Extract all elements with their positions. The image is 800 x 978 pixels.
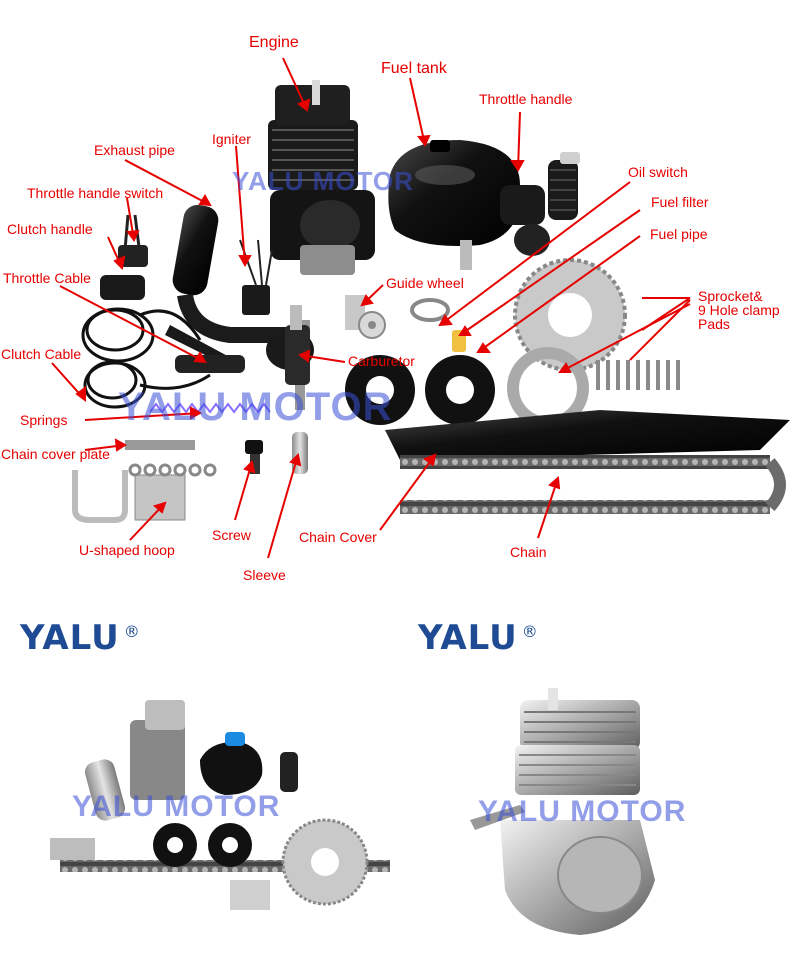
clutch-handle-part (100, 275, 245, 373)
label-exhaust-pipe: Exhaust pipe (94, 142, 175, 158)
brand-logo-right: YALU® (418, 618, 539, 658)
chain-cover-part (385, 410, 790, 460)
label-chain: Chain (510, 544, 547, 560)
label-chain-cover: Chain Cover (299, 529, 377, 545)
label-fuel-pipe: Fuel pipe (650, 226, 708, 242)
kit-overview-photo (50, 700, 390, 910)
chain-cover-plate-part (125, 440, 195, 450)
carburetor-part (266, 305, 314, 410)
throttle-handle-part (500, 152, 580, 256)
label-springs: Springs (20, 412, 68, 428)
label-guide-wheel: Guide wheel (386, 275, 464, 291)
label-throttle-handle: Throttle handle (479, 91, 573, 107)
engine-photo (470, 688, 655, 935)
label-clutch-handle: Clutch handle (7, 221, 93, 237)
label-throttle-cable: Throttle Cable (3, 270, 91, 286)
bolts-part (596, 360, 680, 390)
watermark-middle: YALU MOTOR (118, 385, 393, 429)
label-engine: Engine (249, 34, 299, 51)
label-fuel-filter: Fuel filter (651, 194, 709, 210)
u-hoop-part (72, 470, 186, 523)
callout-arrows (51, 57, 691, 559)
watermark-bottom-left: YALU MOTOR (72, 790, 281, 823)
label-sprocket-line1: Sprocket& (698, 288, 763, 304)
label-igniter: Igniter (212, 131, 251, 147)
engine-part (268, 80, 375, 275)
springs-part (149, 402, 271, 414)
label-chain-cover-plate: Chain cover plate (1, 446, 110, 462)
brand-name: YALU (418, 618, 518, 658)
label-screw: Screw (212, 527, 251, 543)
label-sprocket-line2: 9 Hole clamp (698, 302, 780, 318)
igniter-part (239, 239, 273, 315)
fuel-tank-part (388, 140, 521, 270)
label-carburetor: Carburetor (348, 353, 415, 369)
guide-wheel-part (345, 295, 386, 339)
label-u-shaped-hoop: U-shaped hoop (79, 542, 175, 558)
brand-logo-left: YALU® (20, 618, 141, 658)
label-fuel-tank: Fuel tank (381, 60, 447, 77)
registered-mark: ® (123, 622, 141, 641)
washers-part (128, 463, 217, 477)
registered-mark: ® (521, 622, 539, 641)
rubber-pads-part (345, 355, 495, 425)
label-clutch-cable: Clutch Cable (1, 346, 82, 362)
throttle-switch-part (118, 214, 148, 267)
label-throttle-handle-switch: Throttle handle switch (27, 185, 164, 201)
label-sleeve: Sleeve (243, 567, 286, 583)
chain-part (400, 455, 786, 514)
brand-name: YALU (20, 618, 120, 658)
label-sprocket-line3: Pads (698, 316, 730, 332)
watermark-top: YALU MOTOR (232, 166, 414, 196)
watermark-bottom-right: YALU MOTOR (478, 795, 687, 828)
sprocket-part (507, 258, 627, 429)
screw-part (245, 440, 263, 474)
label-oil-switch: Oil switch (628, 164, 688, 180)
